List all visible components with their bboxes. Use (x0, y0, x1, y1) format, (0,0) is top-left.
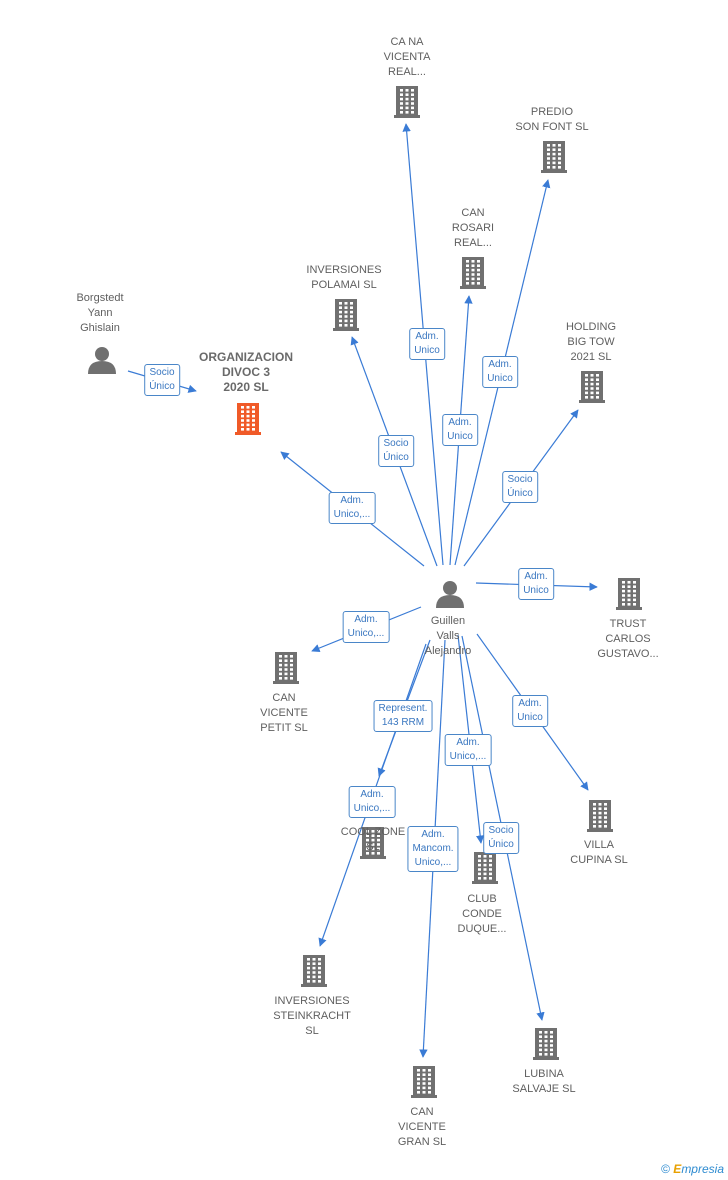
node-label-organizacion[interactable]: ORGANIZACION DIVOC 3 2020 SL (199, 350, 293, 394)
can_rosari-building-icon[interactable] (460, 257, 486, 289)
empresia-brand: © Empresia (661, 1162, 724, 1176)
villa_cupina-building-icon[interactable] (587, 800, 613, 832)
node-label-ca_na_vicenta[interactable]: CA NA VICENTA REAL... (383, 36, 431, 78)
edge-label-guillen-to-can_vicente_gran[interactable]: Adm. Mancom. Unico,... (407, 826, 459, 872)
brand-initial: E (673, 1162, 682, 1176)
guillen-person-icon[interactable] (436, 581, 464, 608)
predio-building-icon[interactable] (541, 141, 567, 173)
node-label-trust[interactable]: TRUST CARLOS GUSTAVO... (597, 618, 659, 660)
edge-label-guillen-to-organizacion[interactable]: Adm. Unico,... (328, 492, 376, 524)
borgstedt-person-icon[interactable] (88, 347, 116, 374)
edge-label-guillen-to-cool_zone[interactable]: Represent. 143 RRM (373, 700, 433, 732)
edge-label-guillen-to-inversiones_stein[interactable]: Adm. Unico,... (348, 786, 396, 818)
edge-label-guillen-to-ca_na_vicenta[interactable]: Adm. Unico (409, 328, 445, 360)
organizacion-building-icon[interactable] (235, 403, 261, 435)
node-label-inversiones_polamai[interactable]: INVERSIONES POLAMAI SL (306, 264, 382, 291)
node-label-club_conde[interactable]: CLUB CONDE DUQUE... (457, 893, 507, 935)
ca_na_vicenta-building-icon[interactable] (394, 86, 420, 118)
brand-name: mpresia (681, 1162, 724, 1176)
edge-label-guillen-to-club_conde[interactable]: Adm. Unico,... (444, 734, 492, 766)
trust-building-icon[interactable] (616, 578, 642, 610)
club_conde-building-icon[interactable] (472, 852, 498, 884)
can_vicente_gran-building-icon[interactable] (411, 1066, 437, 1098)
edge-label-guillen-to-inversiones_polamai[interactable]: Socio Único (378, 435, 414, 467)
node-label-borgstedt[interactable]: Borgstedt Yann Ghislain (76, 292, 124, 334)
edge-label-guillen-to-can_vicente_petit[interactable]: Adm. Unico,... (342, 611, 390, 643)
edge-label-guillen-to-holding[interactable]: Socio Único (502, 471, 538, 503)
lubina-building-icon[interactable] (533, 1028, 559, 1060)
node-label-villa_cupina[interactable]: VILLA CUPINA SL (570, 839, 628, 866)
node-label-cool_zone[interactable]: COOL ZONE SL (340, 826, 406, 853)
node-label-can_rosari[interactable]: CAN ROSARI REAL... (451, 207, 495, 249)
holding-building-icon[interactable] (579, 371, 605, 403)
edge-label-guillen-to-trust[interactable]: Adm. Unico (518, 568, 554, 600)
edge-label-guillen-to-lubina[interactable]: Socio Único (483, 822, 519, 854)
node-label-predio[interactable]: PREDIO SON FONT SL (515, 106, 589, 133)
node-label-can_vicente_petit[interactable]: CAN VICENTE PETIT SL (260, 692, 308, 734)
copyright-symbol: © (661, 1162, 670, 1176)
node-label-can_vicente_gran[interactable]: CAN VICENTE GRAN SL (397, 1106, 447, 1148)
edge-label-guillen-to-predio[interactable]: Adm. Unico (482, 356, 518, 388)
inversiones_stein-building-icon[interactable] (301, 955, 327, 987)
cool_zone-building-icon[interactable] (360, 827, 386, 859)
node-label-lubina[interactable]: LUBINA SALVAJE SL (512, 1068, 576, 1095)
inversiones_polamai-building-icon[interactable] (333, 299, 359, 331)
node-label-guillen[interactable]: Guillen Valls Alejandro (424, 615, 472, 657)
edge-label-guillen-to-can_rosari[interactable]: Adm. Unico (442, 414, 478, 446)
can_vicente_petit-building-icon[interactable] (273, 652, 299, 684)
edge-label-borgstedt-to-organizacion[interactable]: Socio Único (144, 364, 180, 396)
node-label-holding[interactable]: HOLDING BIG TOW 2021 SL (565, 321, 617, 363)
node-label-inversiones_stein[interactable]: INVERSIONES STEINKRACHT SL (273, 995, 351, 1037)
edge-label-guillen-to-villa_cupina[interactable]: Adm. Unico (512, 695, 548, 727)
